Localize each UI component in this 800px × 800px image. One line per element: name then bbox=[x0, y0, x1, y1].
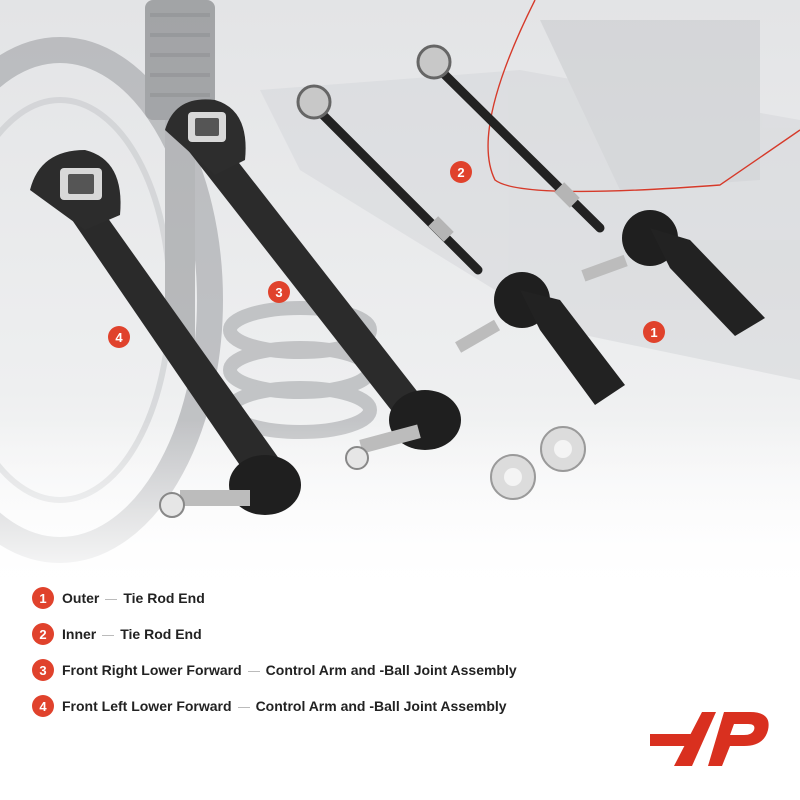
legend-item: 3 Front Right Lower Forward Control Arm … bbox=[32, 652, 632, 688]
inner-tie-rods bbox=[296, 44, 605, 275]
divider bbox=[247, 670, 260, 672]
part-name: Front Right Lower Forward bbox=[62, 662, 242, 678]
legend-number: 2 bbox=[32, 623, 54, 645]
part-name: Inner bbox=[62, 626, 97, 642]
legend-item: 2 Inner Tie Rod End bbox=[32, 616, 632, 652]
part-type: Tie Rod End bbox=[123, 590, 205, 606]
lock-washers bbox=[490, 426, 586, 500]
divider bbox=[237, 706, 250, 708]
part-name: Front Left Lower Forward bbox=[62, 698, 232, 714]
legend-number: 3 bbox=[32, 659, 54, 681]
part-type: Control Arm and -Ball Joint Assembly bbox=[255, 698, 507, 714]
control-arm-left bbox=[30, 150, 301, 518]
legend-number: 1 bbox=[32, 587, 54, 609]
parts-legend: 1 Outer Tie Rod End 2 Inner Tie Rod End … bbox=[32, 580, 632, 724]
legend-number: 4 bbox=[32, 695, 54, 717]
divider bbox=[102, 634, 115, 636]
divider bbox=[105, 598, 118, 600]
part-type: Tie Rod End bbox=[120, 626, 202, 642]
a-premium-logo-icon bbox=[650, 712, 769, 766]
marker-4: 4 bbox=[108, 326, 130, 348]
part-name: Outer bbox=[62, 590, 100, 606]
outer-tie-rod-ends bbox=[455, 210, 765, 405]
marker-2: 2 bbox=[450, 161, 472, 183]
legend-item: 1 Outer Tie Rod End bbox=[32, 580, 632, 616]
part-type: Control Arm and -Ball Joint Assembly bbox=[265, 662, 517, 678]
marker-3: 3 bbox=[268, 281, 290, 303]
legend-item: 4 Front Left Lower Forward Control Arm a… bbox=[32, 688, 632, 724]
marker-1: 1 bbox=[643, 321, 665, 343]
control-arm-right bbox=[165, 99, 461, 470]
product-photo bbox=[0, 0, 800, 600]
